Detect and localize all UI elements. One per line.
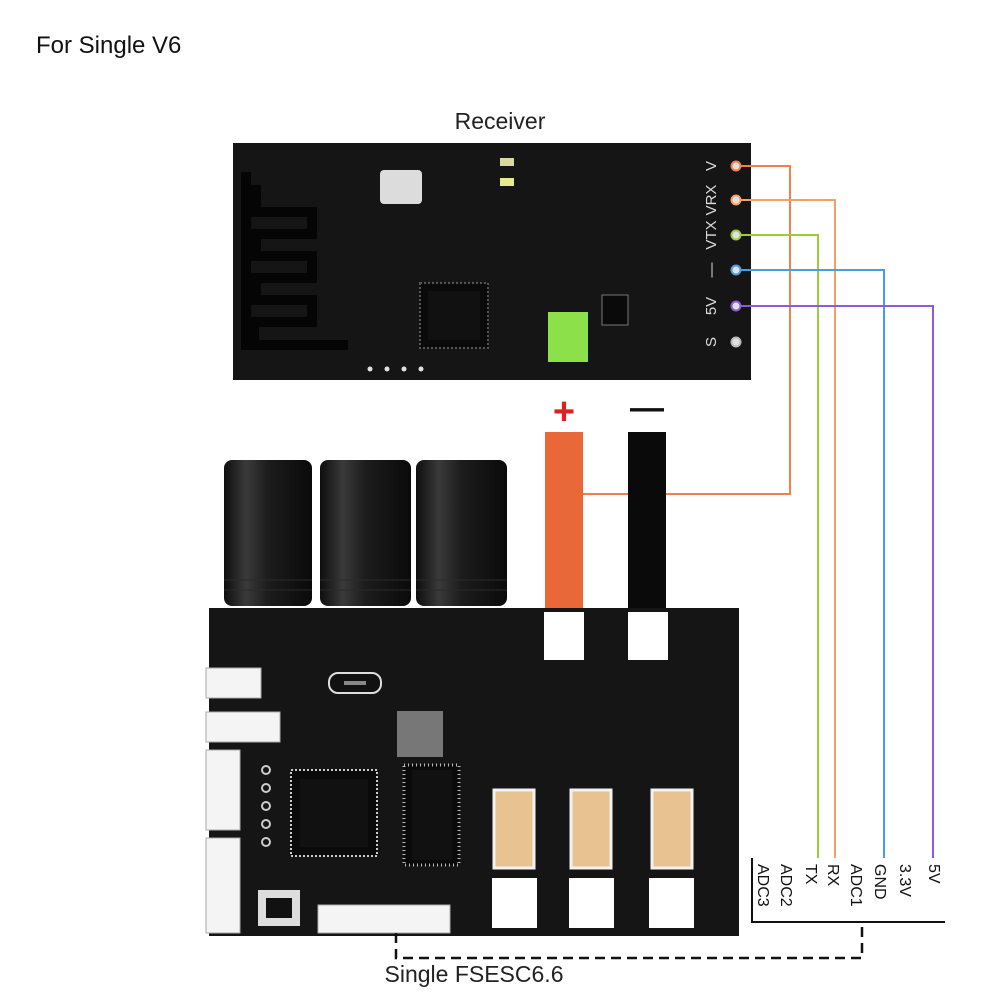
green-pad — [548, 312, 588, 362]
connector-left-4 — [205, 837, 241, 934]
esc-board — [205, 608, 739, 936]
negative-lead — [628, 432, 666, 612]
esc-pin-label-adc2: ADC2 — [777, 864, 794, 907]
dashed-link — [394, 922, 864, 960]
connector-left-1 — [205, 667, 262, 699]
esc-connection: Single FSESC6.6 — [385, 922, 864, 987]
receiver-pin-ground-label: — — [703, 263, 720, 278]
positive-solder-pad — [544, 612, 584, 660]
wire-vrx — [740, 199, 836, 858]
esc-pin-label-33v: 3.3V — [896, 864, 913, 897]
esc-label: Single FSESC6.6 — [385, 961, 564, 987]
pin-s — [730, 336, 742, 348]
esc-pin-label-gnd: GND — [871, 864, 888, 900]
capacitor-1 — [224, 460, 312, 606]
esc-pin-label-adc1: ADC1 — [847, 864, 864, 907]
header-bracket — [751, 858, 945, 923]
pin-gnd — [730, 264, 742, 276]
receiver-pin-v-label: V — [703, 161, 720, 171]
receiver-label: Receiver — [455, 108, 546, 134]
signal-connector — [317, 904, 451, 934]
antenna-trace — [241, 172, 348, 350]
receiver-pin-5v-label: 5V — [703, 297, 720, 315]
crystal-component — [380, 170, 422, 204]
negative-solder-pad — [628, 612, 668, 660]
wires — [583, 165, 934, 858]
gray-chip — [397, 711, 443, 757]
mosfet-pad-3 — [650, 788, 694, 870]
pin-v — [730, 160, 742, 172]
phase-pad-2 — [569, 878, 614, 928]
via-holes — [261, 765, 271, 847]
esc-pin-label-5v: 5V — [925, 864, 942, 884]
receiver-board: Receiver V VRX VTX — 5V S — [233, 108, 751, 380]
pin-vtx — [730, 229, 742, 241]
mosfet-pad-2 — [569, 788, 613, 870]
wire-5v — [740, 305, 934, 858]
pin-vrx — [730, 194, 742, 206]
capacitor-3 — [416, 460, 507, 606]
positive-lead — [545, 432, 583, 612]
page-title: For Single V6 — [36, 32, 182, 59]
connector-left-3 — [205, 749, 241, 831]
receiver-pin-vtx-label: VTX — [703, 220, 720, 249]
receiver-chip-core — [428, 291, 480, 340]
mosfet-pad-1 — [492, 788, 536, 870]
wire-v — [583, 165, 791, 495]
power-leads: + — — [545, 389, 666, 612]
led-2 — [500, 178, 514, 186]
capacitors — [224, 460, 507, 606]
minus-sign: — — [630, 389, 664, 427]
receiver-pins — [730, 160, 742, 348]
capacitor-2 — [320, 460, 411, 606]
receiver-dots — [367, 366, 424, 372]
receiver-pin-s-label: S — [703, 337, 720, 347]
wire-gnd — [740, 269, 885, 858]
pin-5v — [730, 300, 742, 312]
led-1 — [500, 158, 514, 166]
esc-pin-label-tx: TX — [802, 864, 819, 885]
esc-pin-label-rx: RX — [824, 864, 841, 887]
receiver-pin-vrx-label: VRX — [703, 185, 720, 216]
connector-left-2 — [205, 711, 281, 743]
regulator — [601, 294, 629, 326]
esc-pin-label-adc3: ADC3 — [754, 864, 771, 907]
plus-sign: + — [553, 391, 575, 433]
phase-pad-1 — [492, 878, 537, 928]
wire-vtx — [740, 234, 819, 858]
phase-pad-3 — [649, 878, 694, 928]
